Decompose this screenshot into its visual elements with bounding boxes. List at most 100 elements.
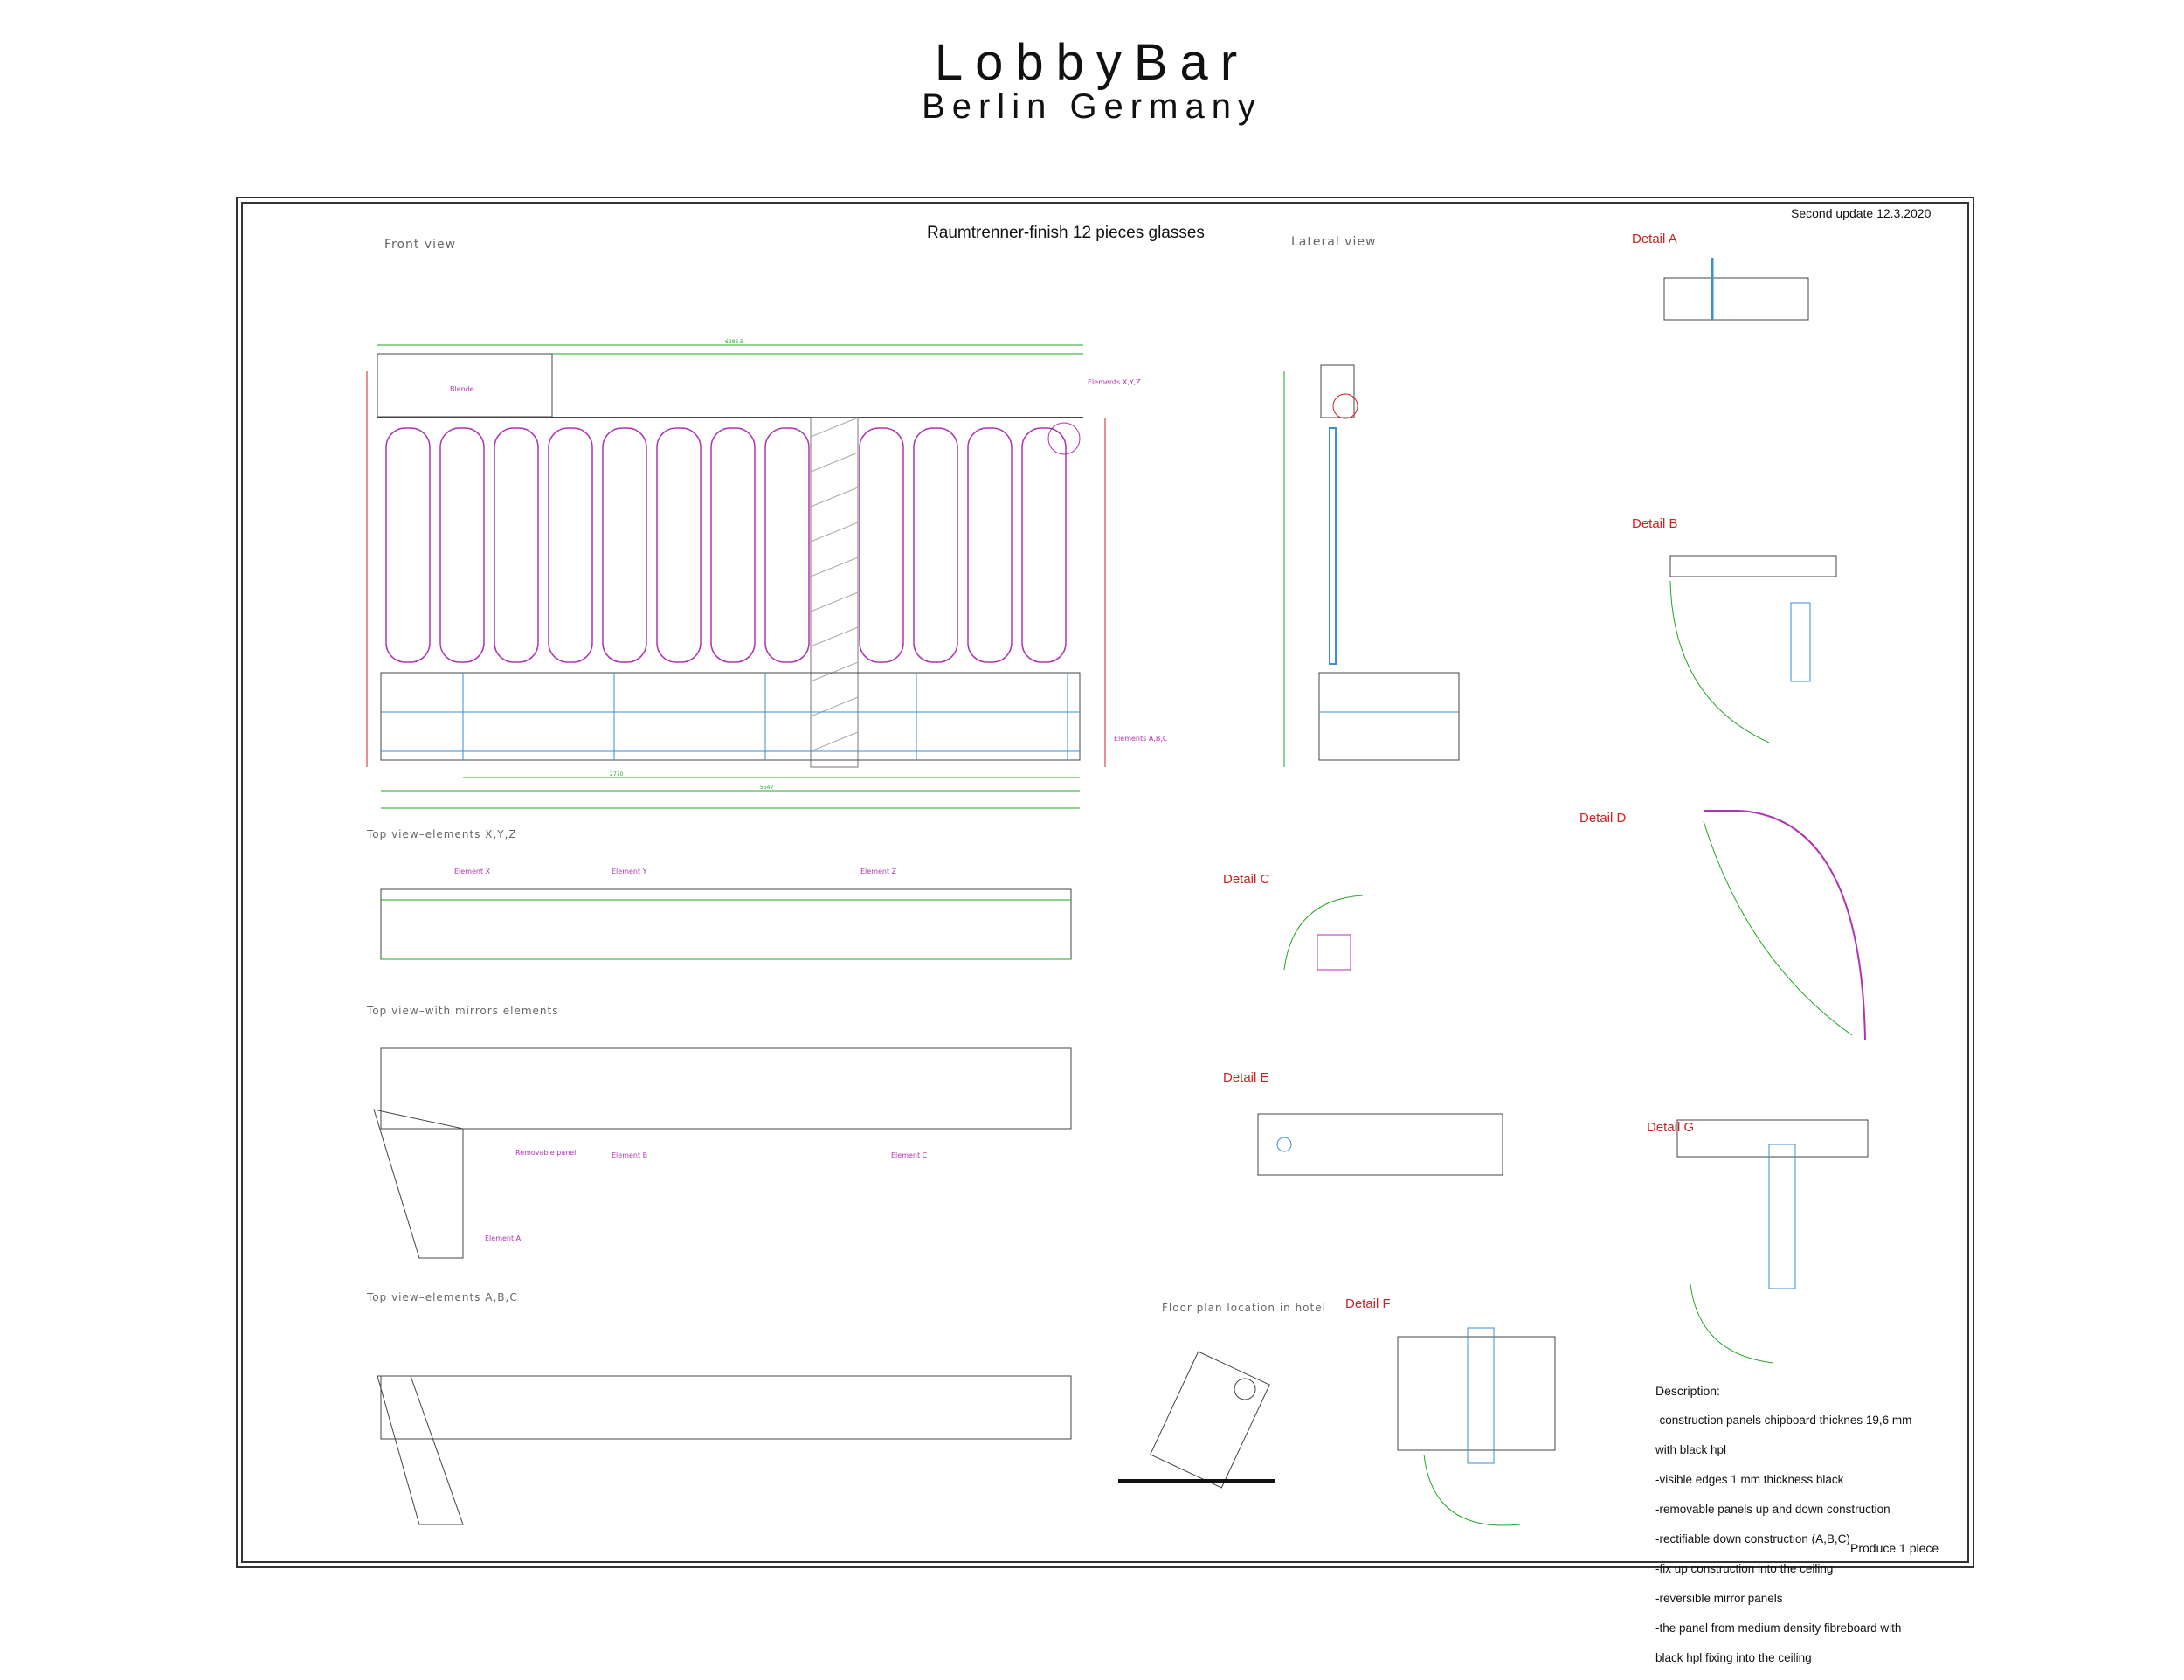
floor-plan-column <box>1234 1378 1256 1400</box>
hatch-line <box>810 591 859 612</box>
hatch-line <box>810 696 859 717</box>
description-line: -removable panels up and down constructi… <box>1655 1503 1890 1516</box>
element-y-label: Element Y <box>612 868 647 875</box>
detail-g-drawing <box>1676 1119 1869 1364</box>
top-view-outline <box>380 1375 1072 1440</box>
glass-panel <box>656 427 702 663</box>
top-view-mirrors-label: Top view–with mirrors elements <box>367 1005 559 1017</box>
element-b-label: Element B <box>612 1151 647 1159</box>
top-view-outline <box>380 1047 1072 1130</box>
detail-c-label: Detail C <box>1223 872 1270 887</box>
element-a-outline <box>377 1375 464 1525</box>
description-line: -rectifiable down construction (A,B,C) <box>1655 1532 1850 1545</box>
detail-f-arc <box>1423 1454 1521 1526</box>
detail-f-label: Detail F <box>1345 1296 1391 1311</box>
page-subtitle: Berlin Germany <box>922 87 1262 126</box>
detail-d-curve <box>1704 810 1866 1040</box>
detail-b-arc <box>1669 580 1770 743</box>
front-view-drawing: 6286.5 Blende Elements X,Y,Z <box>366 339 1168 809</box>
hatch-line <box>810 557 859 577</box>
floor-plan-label: Floor plan location in hotel <box>1162 1302 1326 1314</box>
description-line: black hpl fixing into the ceiling <box>1655 1651 1812 1664</box>
top-view-abc-drawing <box>377 1375 1072 1525</box>
produce-note: Produce 1 piece <box>1850 1541 1939 1555</box>
description-line: with black hpl <box>1655 1443 1727 1456</box>
dim-2770-label: 2770 <box>610 771 623 778</box>
detail-d-label: Detail D <box>1579 811 1627 826</box>
floor-plan-room <box>1150 1351 1270 1489</box>
top-view-abc-label: Top view–elements A,B,C <box>367 1291 518 1303</box>
detail-b-label: Detail B <box>1632 516 1678 531</box>
detail-c-drawing <box>1283 895 1364 971</box>
detail-c-element <box>1317 934 1351 971</box>
hatch-line <box>810 661 859 682</box>
detail-e-drawing <box>1257 1113 1503 1176</box>
detail-g-board <box>1676 1119 1869 1158</box>
description-line: -construction panels chipboard thicknes … <box>1655 1414 1912 1427</box>
lateral-glass <box>1329 427 1337 665</box>
lower-frame <box>380 672 1081 761</box>
technical-drawing: 6286.5 Blende Elements X,Y,Z <box>366 258 1869 1526</box>
detail-marker <box>1047 422 1081 455</box>
description-line: -fix up construction into the ceiling <box>1655 1562 1834 1575</box>
glass-panel <box>764 427 810 663</box>
top-view-xyz-label: Top view–elements X,Y,Z <box>367 828 517 840</box>
glass-panel <box>913 427 958 663</box>
element-z-label: Element Z <box>860 868 897 875</box>
detail-e-box <box>1257 1113 1503 1176</box>
detail-f-drawing <box>1397 1327 1556 1526</box>
blende-label: Blende <box>450 385 474 393</box>
lateral-view-label: Lateral view <box>1291 235 1377 249</box>
detail-b-bracket <box>1790 602 1811 682</box>
glass-panel <box>710 427 756 663</box>
detail-g-post <box>1768 1144 1796 1289</box>
description-title: Description: <box>1655 1384 1720 1398</box>
lateral-blende <box>1320 364 1355 418</box>
description-line: -the panel from medium density fibreboar… <box>1655 1621 1902 1635</box>
elements-xyz-label: Elements X,Y,Z <box>1088 378 1141 386</box>
element-a-label: Element A <box>485 1234 522 1242</box>
lateral-lower-frame <box>1318 672 1460 761</box>
top-view-xyz-drawing: Element X Element Y Element Z <box>380 868 1072 960</box>
sheet-frame-inner <box>241 202 1969 1563</box>
detail-marker <box>1332 393 1358 419</box>
element-x-label: Element X <box>454 868 491 875</box>
hatch-line <box>810 452 859 473</box>
description-line: -reversible mirror panels <box>1655 1592 1783 1605</box>
glass-panel <box>439 427 485 663</box>
element-c-label: Element C <box>891 1151 928 1159</box>
detail-g-label: Detail G <box>1647 1120 1695 1135</box>
hatch-line <box>810 522 859 543</box>
detail-a-board <box>1663 277 1809 321</box>
top-view-mirrors-drawing: Element A Element B Element C Removable … <box>373 1047 1072 1259</box>
detail-b-drawing <box>1669 555 1837 743</box>
removable-panel-label: Removable panel <box>515 1149 576 1157</box>
detail-d-arc <box>1703 820 1853 1036</box>
glass-panel <box>859 427 904 663</box>
glass-panel <box>967 427 1013 663</box>
hatch-line <box>810 626 859 647</box>
sheet-title: Raumtrenner-finish 12 pieces glasses <box>927 224 1205 242</box>
description-line: -visible edges 1 mm thickness black <box>1655 1473 1844 1486</box>
glass-panel <box>385 427 431 663</box>
lateral-view-drawing <box>1283 364 1460 767</box>
glass-panel <box>548 427 593 663</box>
front-view-label: Front view <box>384 238 457 252</box>
hatch-line <box>810 417 859 438</box>
detail-a-drawing <box>1663 258 1809 321</box>
glass-panel <box>602 427 647 663</box>
floor-plan-drawing <box>1118 1351 1275 1489</box>
detail-f-box <box>1397 1336 1556 1451</box>
page-title: LobbyBar <box>934 34 1250 91</box>
detail-c-arc <box>1283 895 1364 971</box>
hatched-column <box>810 417 859 768</box>
detail-g-arc <box>1690 1283 1774 1364</box>
glass-panel <box>494 427 539 663</box>
elements-abc-label: Elements A,B,C <box>1114 735 1168 743</box>
detail-d-drawing <box>1703 810 1866 1040</box>
hatch-line <box>810 731 859 752</box>
hatch-line <box>810 487 859 508</box>
update-note: Second update 12.3.2020 <box>1791 206 1932 220</box>
glass-panel <box>1021 427 1067 663</box>
element-a-outline <box>373 1109 464 1259</box>
